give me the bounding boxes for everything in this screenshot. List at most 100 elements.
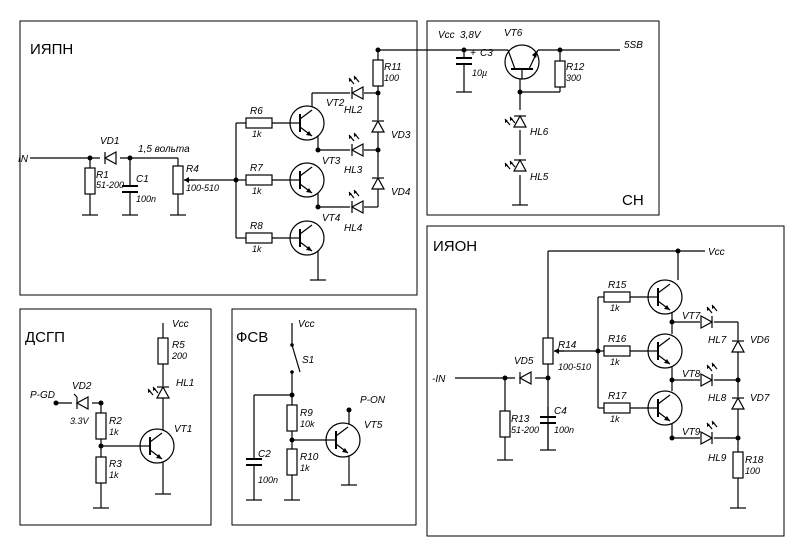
transistor-vt9 [647, 390, 683, 426]
signal-5sb-label: 5SB [624, 40, 643, 51]
hl6-label: HL6 [530, 127, 549, 138]
led-hl6 [504, 115, 527, 128]
r6-value: 1k [252, 129, 262, 139]
vt3-label: VT3 [322, 156, 341, 167]
r2-value: 1k [109, 427, 119, 437]
fsv-vcc-label: Vcc [298, 319, 315, 330]
resistor-r7 [245, 174, 273, 186]
transistor-vt4 [289, 220, 325, 256]
vd2-label: VD2 [72, 381, 92, 392]
potentiometer-r4 [172, 165, 194, 195]
transistor-vt8 [647, 333, 683, 369]
vt6-label: VT6 [504, 28, 523, 39]
resistor-r12 [554, 60, 566, 88]
r15-label: R15 [608, 280, 627, 291]
resistor-r18 [732, 451, 744, 479]
sn-vcc-label: Vcc [438, 30, 455, 41]
led-hl2 [348, 75, 364, 100]
switch-s1 [290, 343, 301, 374]
r14-value: 100-510 [558, 362, 591, 372]
iyapn-junctions [87, 47, 381, 210]
led-hl8 [700, 362, 718, 387]
r13-value: 51-200 [511, 425, 539, 435]
r4-label: R4 [186, 164, 199, 175]
iyaon-vcc-label: Vcc [708, 247, 725, 258]
resistor-r2 [95, 412, 107, 440]
pgd-terminal [53, 400, 59, 406]
vt9-label: VT9 [682, 427, 701, 438]
r16-label: R16 [608, 334, 627, 345]
r6-label: R6 [250, 106, 263, 117]
r14-label: R14 [558, 340, 577, 351]
led-hl1 [147, 386, 170, 399]
r3-label: R3 [109, 459, 122, 470]
c2-value: 100n [258, 475, 278, 485]
r11-label: R11 [384, 62, 402, 73]
diode-vd7 [731, 397, 745, 410]
capacitor-c1 [121, 185, 139, 193]
vd6-label: VD6 [750, 335, 770, 346]
vd7-label: VD7 [750, 393, 770, 404]
block-dsgp-frame [19, 308, 212, 526]
pon-terminal [346, 407, 352, 413]
diode-vd6 [731, 340, 745, 353]
diode-vd1 [104, 151, 117, 165]
hl1-label: HL1 [176, 378, 194, 389]
resistor-r5 [157, 337, 169, 365]
signal-neg-in-label: -IN [432, 374, 446, 385]
vd3-label: VD3 [391, 130, 411, 141]
signal-in-label: IN [18, 154, 29, 165]
block-sn-frame [426, 20, 660, 216]
vt4-label: VT4 [322, 213, 341, 224]
resistor-r8 [245, 232, 273, 244]
vd5-label: VD5 [514, 356, 534, 367]
resistor-r10 [286, 448, 298, 476]
r5-label: R5 [172, 340, 185, 351]
led-hl4 [348, 189, 364, 214]
voltage-annotation: 1,5 вольта [138, 144, 190, 155]
transistor-vt5 [325, 422, 361, 458]
r13-label: R13 [511, 414, 530, 425]
hl2-label: HL2 [344, 105, 363, 116]
resistor-r16 [603, 345, 631, 357]
vt7-label: VT7 [682, 311, 701, 322]
resistor-r1 [84, 167, 96, 195]
hl3-label: HL3 [344, 165, 363, 176]
iyaon-junctions [502, 248, 741, 441]
block-sn-title: СН [622, 192, 644, 209]
block-dsgp-title: ДСГП [25, 329, 65, 346]
r1-label: R1 [96, 170, 109, 181]
r2-label: R2 [109, 416, 122, 427]
transistor-vt1 [139, 428, 175, 464]
r11-value: 100 [384, 73, 399, 83]
iyapn-wiring [30, 49, 470, 280]
dsgp-ground-symbols [92, 493, 172, 509]
c3-label: C3 [480, 48, 493, 59]
hl5-label: HL5 [530, 172, 549, 183]
iyapn-ground-symbols [81, 214, 327, 281]
hl7-label: HL7 [708, 335, 727, 346]
hl8-label: HL8 [708, 393, 727, 404]
r9-label: R9 [300, 408, 313, 419]
fsv-ground-symbols [245, 484, 358, 501]
led-hl5 [504, 159, 527, 172]
resistor-r15 [603, 291, 631, 303]
r4-value: 100-510 [186, 183, 219, 193]
vd1-label: VD1 [100, 136, 119, 147]
dsgp-junctions [98, 400, 104, 449]
s1-label: S1 [302, 355, 314, 366]
c4-value: 100n [554, 425, 574, 435]
diode-vd3 [371, 120, 385, 133]
r17-value: 1k [610, 414, 620, 424]
c3-polarity: + [470, 48, 476, 59]
block-iyapn-frame [19, 20, 418, 296]
r5-value: 200 [171, 351, 187, 361]
vt8-label: VT8 [682, 369, 701, 380]
diode-vd5 [519, 371, 532, 385]
zener-vd2 [73, 393, 89, 410]
resistor-r3 [95, 456, 107, 484]
r18-value: 100 [745, 466, 760, 476]
block-iyaon-title: ИЯОН [433, 238, 477, 255]
c3-value: 10µ [472, 68, 487, 78]
sn-vcc-value: 3,8V [460, 30, 482, 41]
